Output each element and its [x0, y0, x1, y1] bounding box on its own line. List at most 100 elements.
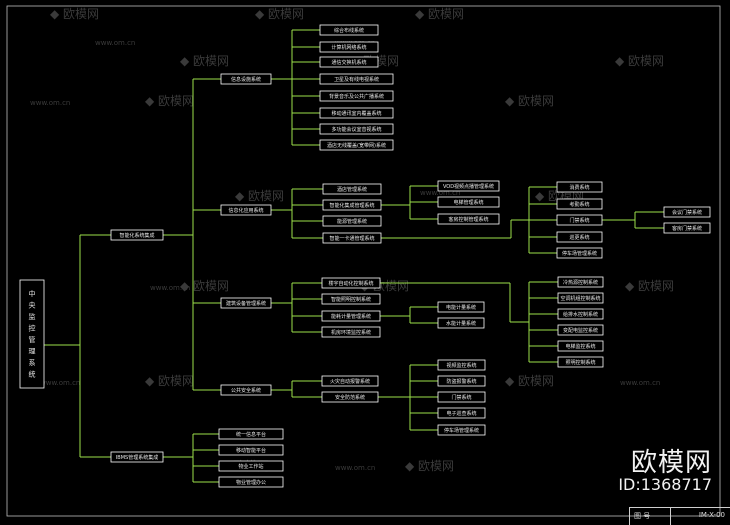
level2-node: 信息化应用系统	[220, 204, 272, 216]
bas-item: 能耗计量管理系统	[321, 310, 381, 322]
root-char: 央	[29, 301, 36, 310]
root-label: 中央监控管理系统	[29, 289, 36, 379]
safety-sub-item-label: 电子巡查系统	[446, 410, 476, 417]
info-facility-item: 卫星及有线电视系统	[319, 73, 394, 85]
bas-sub-item: 给排水控制系统	[557, 308, 604, 320]
watermark-brand: ◆ 欧模网	[505, 94, 554, 108]
info-app-item-label: 酒店管理系统	[337, 186, 367, 193]
bas-item-label: 机房环境监控系统	[331, 329, 371, 336]
watermark-brand: ◆ 欧模网	[405, 459, 454, 473]
info-facility-item: 计算机网络系统	[319, 41, 379, 53]
watermark-brand: ◆ 欧模网	[505, 374, 554, 388]
bas-item: 楼宇自动化控制系统	[321, 277, 381, 289]
level2-node-label: 信息设施系统	[231, 76, 261, 83]
root-char: 系	[29, 358, 36, 367]
watermark-brand: ◆ 欧模网	[255, 7, 304, 21]
watermark-brand: ◆ 欧模网	[625, 279, 674, 293]
watermark-brand: ◆ 欧模网	[50, 7, 99, 21]
info-facility-item: 背景音乐及公共广播系统	[319, 90, 394, 102]
watermark-site: www.om.cn	[335, 464, 375, 472]
card-sub-item: 门禁系统	[556, 214, 603, 226]
bas-sub-item: 冷热源控制系统	[557, 276, 604, 288]
info-facility-item-label: 通信交换机系统	[331, 59, 366, 66]
info-app-item: 智能一卡通管理系统	[322, 232, 382, 244]
energy-sub-item-label: 水能计量系统	[446, 320, 476, 327]
ibms-item: 统一信息平台	[218, 428, 284, 440]
title-block: 图 号 IM-X-00	[629, 507, 730, 525]
info-app-item-label: 智能一卡通管理系统	[329, 235, 374, 242]
card-sub-item: 巡更系统	[556, 231, 603, 243]
card-sub-item-label: 巡更系统	[569, 234, 589, 241]
root-char: 监	[29, 312, 36, 321]
watermark-brand: ◆ 欧模网	[180, 279, 229, 293]
watermark-brand: ◆ 欧模网	[180, 54, 229, 68]
door-sub-item-label: 会议门禁系统	[672, 209, 702, 216]
card-sub-item-label: 消费系统	[569, 184, 589, 191]
badge-id: ID:1368717	[618, 475, 712, 494]
root-node: 中央监控管理系统	[19, 279, 45, 389]
bas-sub-item-label: 变配电监控系统	[563, 327, 598, 334]
safety-sub-item: 视频监控系统	[437, 359, 486, 371]
watermark-site: www.om.cn	[620, 379, 660, 387]
safety-sub-item: 防盗报警系统	[437, 375, 486, 387]
bas-sub-item-label: 空调机组控制系统	[560, 295, 600, 302]
energy-sub-item-label: 电能计量系统	[446, 304, 476, 311]
root-char: 管	[29, 335, 36, 344]
safety-sub-item-label: 停车场管理系统	[444, 427, 479, 434]
level2-node: 信息设施系统	[220, 73, 272, 85]
level2-node: 建筑设备管理系统	[220, 297, 272, 309]
info-facility-item-label: 酒店无线覆盖(宽带网)系统	[327, 142, 386, 149]
safety-item: 安全防范系统	[321, 391, 379, 403]
bas-sub-item: 照明控制系统	[557, 356, 604, 368]
card-sub-item: 消费系统	[556, 181, 603, 193]
drawing-frame	[6, 5, 721, 517]
card-sub-item: 考勤系统	[556, 198, 603, 210]
bas-sub-item-label: 冷热源控制系统	[563, 279, 598, 286]
ibms-item: 移动智能平台	[218, 444, 284, 456]
watermark-site: www.om.cn	[95, 39, 135, 47]
safety-sub-item: 门禁系统	[437, 391, 486, 403]
card-sub-item-label: 门禁系统	[569, 217, 589, 224]
ibms-item-label: 统一信息平台	[236, 431, 266, 438]
root-char: 理	[29, 348, 36, 356]
info-facility-item-label: 移动通讯室内覆盖系统	[331, 110, 381, 117]
card-sub-item-label: 停车场管理系统	[562, 250, 597, 257]
safety-sub-item: 停车场管理系统	[437, 424, 486, 436]
title-block-label: 图 号	[634, 512, 651, 520]
safety-item-label: 火灾自动报警系统	[330, 378, 370, 385]
info-facility-item-label: 计算机网络系统	[331, 44, 366, 51]
level1-node: IBMS管理系统集成	[110, 451, 164, 463]
door-sub-item-label: 客房门禁系统	[672, 225, 702, 232]
bas-sub-item: 变配电监控系统	[557, 324, 604, 336]
watermark-brand: ◆ 欧模网	[615, 54, 664, 68]
info-facility-item: 移动通讯室内覆盖系统	[319, 107, 394, 119]
bas-item: 机房环境监控系统	[321, 326, 381, 338]
bas-sub-item-label: 电梯监控系统	[565, 343, 595, 350]
info-app-sub-item-label: 电梯管理系统	[453, 199, 483, 206]
safety-item-label: 安全防范系统	[335, 394, 365, 401]
bas-item: 智能照明控制系统	[321, 293, 381, 305]
watermark-site: www.om.cn	[30, 99, 70, 107]
info-app-item: 能源管理系统	[322, 215, 382, 227]
title-block-divider	[670, 508, 671, 525]
watermark-brand: ◆ 欧模网	[145, 374, 194, 388]
watermark-site: www.om.cn	[420, 189, 460, 197]
id-badge: 欧模网 ID:1368717	[618, 442, 712, 494]
info-facility-item: 通信交换机系统	[319, 56, 379, 68]
info-app-sub-item: 客房控制管理系统	[437, 213, 500, 225]
ibms-item-label: 移动智能平台	[236, 447, 266, 454]
info-app-item-label: 智能化集成管理系统	[329, 202, 374, 209]
info-facility-item: 酒店无线覆盖(宽带网)系统	[319, 139, 394, 151]
info-app-item-label: 能源管理系统	[337, 218, 367, 225]
watermark-brand: ◆ 欧模网	[235, 189, 284, 203]
root-char: 控	[29, 324, 36, 333]
energy-sub-item: 水能计量系统	[437, 317, 485, 329]
title-block-code: IM-X-00	[698, 511, 725, 519]
bas-sub-item-label: 给排水控制系统	[563, 311, 598, 318]
bas-sub-item: 电梯监控系统	[557, 340, 604, 352]
info-facility-item: 综合布线系统	[319, 24, 379, 36]
bas-item-label: 智能照明控制系统	[331, 296, 371, 303]
info-app-sub-item: 电梯管理系统	[437, 196, 500, 208]
card-sub-item-label: 考勤系统	[569, 201, 589, 208]
info-app-sub-item: VOD视频点播管理系统	[437, 180, 500, 192]
